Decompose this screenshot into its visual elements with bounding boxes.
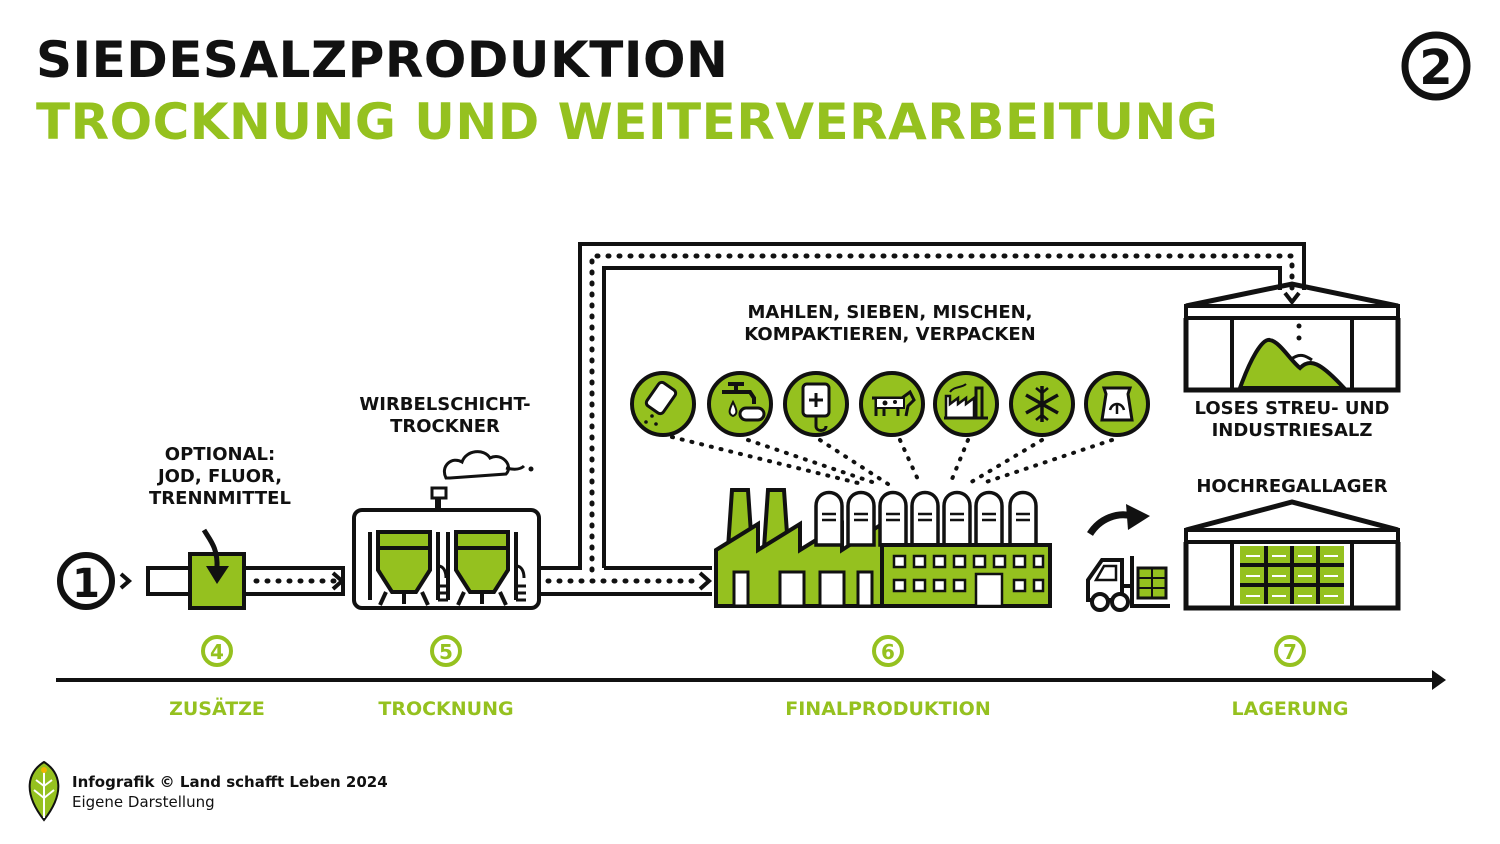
industry-icon — [933, 371, 999, 437]
dryer-label: WIRBELSCHICHT- TROCKNER — [335, 394, 555, 438]
loose-salt-label: LOSES STREU- UND INDUSTRIESALZ — [1170, 398, 1414, 442]
svg-text:7: 7 — [1283, 640, 1297, 664]
loose-salt-label-line: LOSES STREU- UND — [1194, 398, 1390, 419]
start-marker-text: 1 — [72, 561, 100, 607]
stage-badge-4: 4 — [201, 635, 233, 667]
stage-badge-7: 7 — [1274, 635, 1306, 667]
icon-connectors — [670, 435, 1114, 486]
processing-label-line: MAHLEN, SIEBEN, MISCHEN, — [747, 302, 1033, 323]
page-title: SIEDESALZPRODUKTION — [36, 31, 729, 89]
stage-label-drying: TROCKNUNG — [378, 698, 514, 720]
svg-text:4: 4 — [210, 640, 224, 664]
loose-salt-label-line: INDUSTRIESALZ — [1211, 420, 1373, 441]
svg-text:5: 5 — [439, 640, 453, 664]
stage-label-final-production: FINALPRODUKTION — [785, 698, 991, 720]
start-marker: 1 — [57, 552, 133, 610]
forklift-icon — [1086, 556, 1170, 612]
dryer-label-line: TROCKNER — [390, 416, 500, 437]
medical-infusion-icon — [783, 371, 849, 437]
stage-label-storage: LAGERUNG — [1231, 698, 1349, 720]
additives-label-line: TRENNMITTEL — [149, 488, 291, 509]
water-tap-icon — [707, 371, 773, 437]
curved-arrow-icon — [1087, 504, 1150, 537]
high-rack-label: HOCHREGALLAGER — [1196, 476, 1388, 497]
snowflake-icon — [1009, 371, 1075, 437]
copyright-credit: Infografik © Land schafft Leben 2024 — [72, 773, 388, 791]
high-rack-warehouse — [1183, 499, 1401, 611]
source-note: Eigene Darstellung — [72, 793, 215, 811]
stage-badge-5: 5 — [430, 635, 462, 667]
additives-label: OPTIONAL: JOD, FLUOR, TRENNMITTEL — [120, 444, 320, 510]
fluidized-bed-dryer — [352, 450, 541, 610]
additives-label-line: JOD, FLUOR, — [157, 466, 283, 487]
svg-text:6: 6 — [881, 640, 895, 664]
page-number-text: 2 — [1419, 40, 1452, 96]
stage-label-additives: ZUSÄTZE — [169, 698, 265, 720]
loose-salt-hall — [1183, 281, 1401, 393]
processing-label: MAHLEN, SIEBEN, MISCHEN, KOMPAKTIEREN, V… — [700, 302, 1080, 346]
stage-badge-6: 6 — [872, 635, 904, 667]
dryer-label-line: WIRBELSCHICHT- — [359, 394, 531, 415]
factory — [714, 488, 1052, 608]
timeline — [56, 670, 1446, 690]
additives-label-line: OPTIONAL: — [164, 444, 276, 465]
salt-sack-icon — [1084, 371, 1150, 437]
page-subtitle: TROCKNUNG UND WEITERVERARBEITUNG — [36, 93, 1219, 151]
page-number-badge: 2 — [1401, 31, 1471, 101]
cow-icon — [859, 371, 925, 437]
additive-box — [188, 528, 246, 610]
salt-shaker-icon — [630, 371, 696, 437]
land-schafft-leben-logo — [28, 760, 60, 822]
processing-label-line: KOMPAKTIEREN, VERPACKEN — [744, 324, 1036, 345]
